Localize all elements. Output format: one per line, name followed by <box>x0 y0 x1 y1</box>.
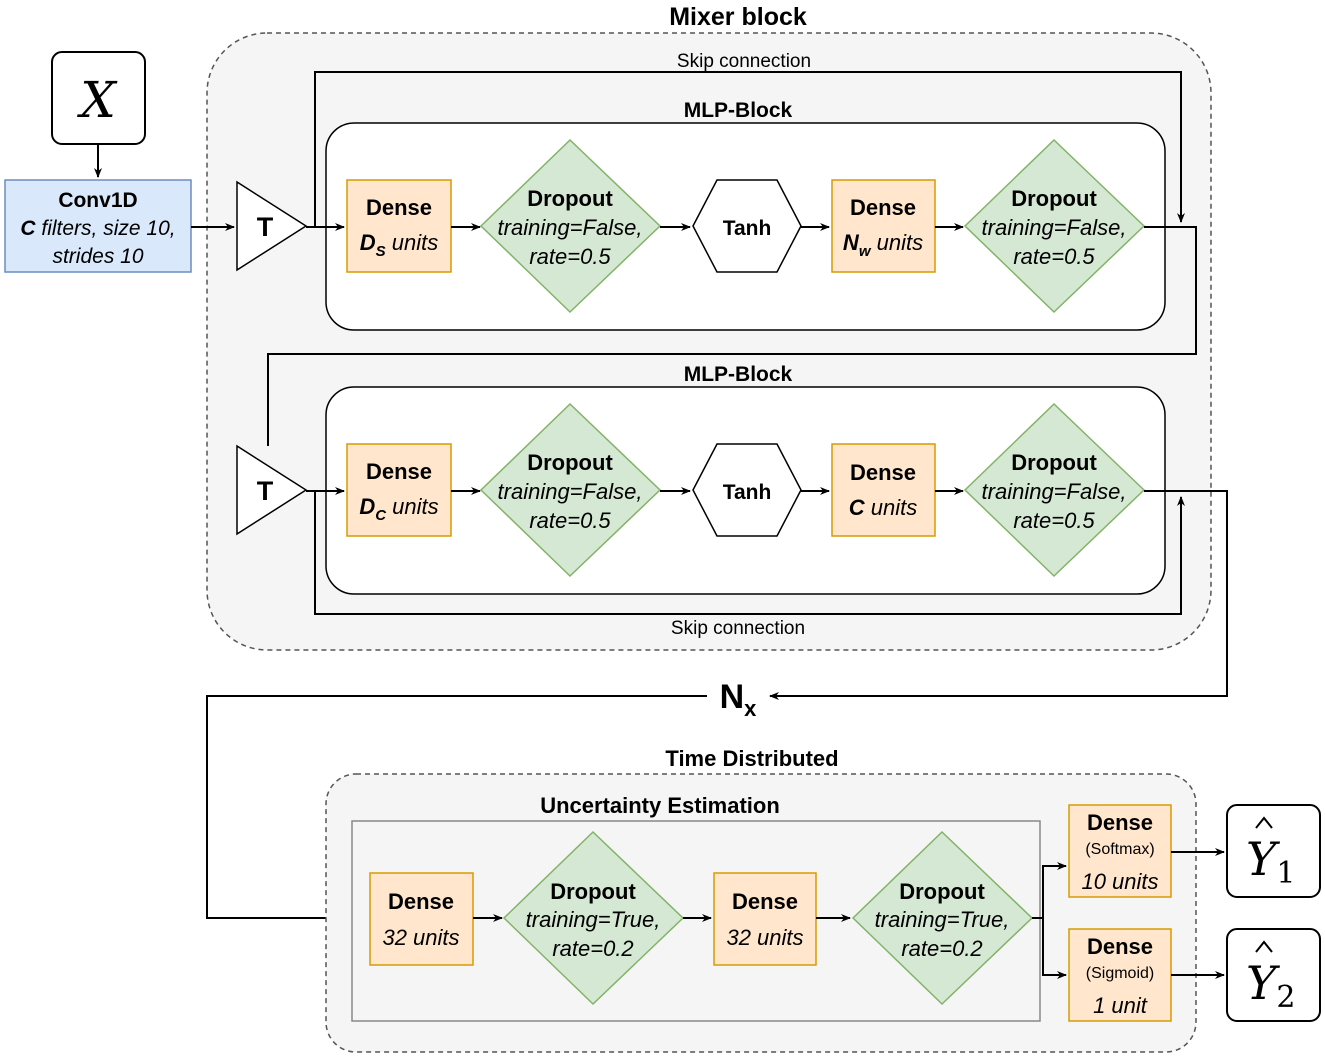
input-x-label: X <box>76 71 118 129</box>
mlp2-dense-1-node <box>346 443 452 537</box>
mlp1-dense-2-sub: w <box>859 243 872 260</box>
conv1d-line2: strides 10 <box>52 245 143 268</box>
uncertainty-estimation-title: Uncertainty Estimation <box>540 793 780 818</box>
sigmoid-head-title: Dense <box>1087 934 1153 959</box>
mlp2-dense-1-units: DC units <box>359 494 438 524</box>
mlp2-dense-1-title: Dense <box>366 459 432 484</box>
ue-dropout-1-node <box>502 830 685 1006</box>
mlp2-dropout-2-line2: rate=0.5 <box>1013 508 1095 533</box>
time-distributed-title: Time Distributed <box>665 746 838 771</box>
mlp1-dense-1-sym: D <box>360 230 376 255</box>
mlp2-dropout-1-title: Dropout <box>527 450 613 475</box>
ue-dropout-1-title: Dropout <box>550 879 636 904</box>
output-y1-sub: 1 <box>1276 856 1295 891</box>
mlp2-dense-1-rest: units <box>386 494 439 519</box>
conv1d-line1-text: filters, size 10, <box>36 217 176 240</box>
mlp1-dense-1-node <box>346 179 452 273</box>
mlp1-dense-1-sub: S <box>376 243 386 260</box>
mlp2-dropout-1-line1: training=False, <box>498 479 643 504</box>
ue-dense-2-title: Dense <box>732 889 798 914</box>
edge-mixer-to-nx <box>769 490 1228 700</box>
transpose-2-node <box>236 444 308 536</box>
mlp1-dropout-2-line2: rate=0.5 <box>1013 244 1095 269</box>
repeat-nx-label: Nx <box>720 678 758 721</box>
mlp1-dropout-1-node <box>479 138 662 314</box>
mlp-block-2-title: MLP-Block <box>684 363 793 386</box>
repeat-nx-sym: N <box>720 678 745 716</box>
transpose-1-node <box>236 180 308 272</box>
mlp2-dense-2-units: C units <box>849 495 917 520</box>
repeat-nx-sub: x <box>744 696 757 721</box>
transpose-2-label: T <box>257 476 274 506</box>
sigmoid-head-units: 1 unit <box>1093 993 1148 1018</box>
ue-dropout-1-line1: training=True, <box>526 907 661 932</box>
mlp1-dense-2-node <box>831 179 936 273</box>
mlp1-dense-1-rest: units <box>386 230 439 255</box>
output-y2-sub: 2 <box>1276 980 1295 1015</box>
ue-dense-1-node <box>369 872 474 966</box>
softmax-head-units: 10 units <box>1081 869 1158 894</box>
softmax-head-title: Dense <box>1087 810 1153 835</box>
skip-connection-2-label: Skip connection <box>671 618 805 639</box>
mlp2-dense-2-node <box>831 443 936 537</box>
conv1d-line1: C filters, size 10, <box>20 217 175 240</box>
edge-ue-to-sigmoid <box>1032 917 1067 979</box>
mlp2-dropout-2-title: Dropout <box>1011 450 1097 475</box>
output-y2-sym: Y <box>1246 956 1281 1010</box>
conv1d-title: Conv1D <box>58 189 137 212</box>
mlp1-dense-2-sym: N <box>843 230 860 255</box>
mlp1-dense-2-rest: units <box>870 230 923 255</box>
ue-dropout-2-line1: training=True, <box>875 907 1010 932</box>
ue-dense-1-title: Dense <box>388 889 454 914</box>
mlp1-dropout-2-node <box>963 138 1146 314</box>
transpose-1-label: T <box>257 212 274 242</box>
sigmoid-head-node <box>1068 928 1172 1022</box>
mlp1-dropout-1-line2: rate=0.5 <box>529 244 611 269</box>
sigmoid-head-activation: (Sigmoid) <box>1086 965 1154 982</box>
mlp2-dense-2-rest: units <box>865 495 918 520</box>
output-y2-label: Y2 <box>1246 956 1295 1015</box>
ue-dense-2-units: 32 units <box>726 925 803 950</box>
mlp2-dropout-1-node <box>479 402 662 578</box>
output-y1-hat <box>1255 816 1273 829</box>
mlp2-dense-1-sub: C <box>375 507 387 524</box>
ue-dropout-2-node <box>851 830 1034 1006</box>
mlp1-dense-2-title: Dense <box>850 195 916 220</box>
mlp1-dropout-2-line1: training=False, <box>982 215 1127 240</box>
conv1d-filters-symbol: C <box>20 217 36 240</box>
output-y2-hat <box>1255 940 1273 953</box>
ue-dropout-1-line2: rate=0.2 <box>552 936 633 961</box>
mlp2-tanh-label: Tanh <box>723 481 772 504</box>
skip-connection-2-arrow <box>314 491 1185 615</box>
mlp1-tanh-label: Tanh <box>723 217 772 240</box>
skip-connection-1-arrow <box>314 71 1185 227</box>
mlp2-dropout-2-line1: training=False, <box>982 479 1127 504</box>
mlp2-dropout-2-node <box>963 402 1146 578</box>
output-y1-label: Y1 <box>1246 832 1295 891</box>
mlp-block-1-title: MLP-Block <box>684 99 793 122</box>
ue-dense-1-units: 32 units <box>382 925 459 950</box>
edge-mlp1-to-t2 <box>267 226 1197 446</box>
mlp2-dense-2-title: Dense <box>850 460 916 485</box>
mlp2-dense-2-sym: C <box>849 495 866 520</box>
output-y1-node <box>1226 804 1321 898</box>
skip-connection-1-label: Skip connection <box>677 51 811 72</box>
mlp2-dropout-1-line2: rate=0.5 <box>529 508 611 533</box>
mlp1-dropout-1-line1: training=False, <box>498 215 643 240</box>
mlp1-dropout-2-title: Dropout <box>1011 186 1097 211</box>
ue-dropout-2-line2: rate=0.2 <box>901 936 982 961</box>
ue-dense-2-node <box>713 872 817 966</box>
edge-nx-to-uncertainty <box>206 695 707 922</box>
mixer-block-title: Mixer block <box>669 3 807 31</box>
ue-dropout-2-title: Dropout <box>899 879 985 904</box>
mlp1-dense-1-units: DS units <box>360 230 439 260</box>
output-y2-node <box>1226 928 1321 1022</box>
output-y1-sym: Y <box>1246 832 1281 886</box>
mlp1-dense-2-units: Nw units <box>843 230 923 260</box>
mlp2-dense-1-sym: D <box>359 494 375 519</box>
mlp1-dense-1-title: Dense <box>366 195 432 220</box>
softmax-head-activation: (Softmax) <box>1085 841 1154 858</box>
mlp1-dropout-1-title: Dropout <box>527 186 613 211</box>
